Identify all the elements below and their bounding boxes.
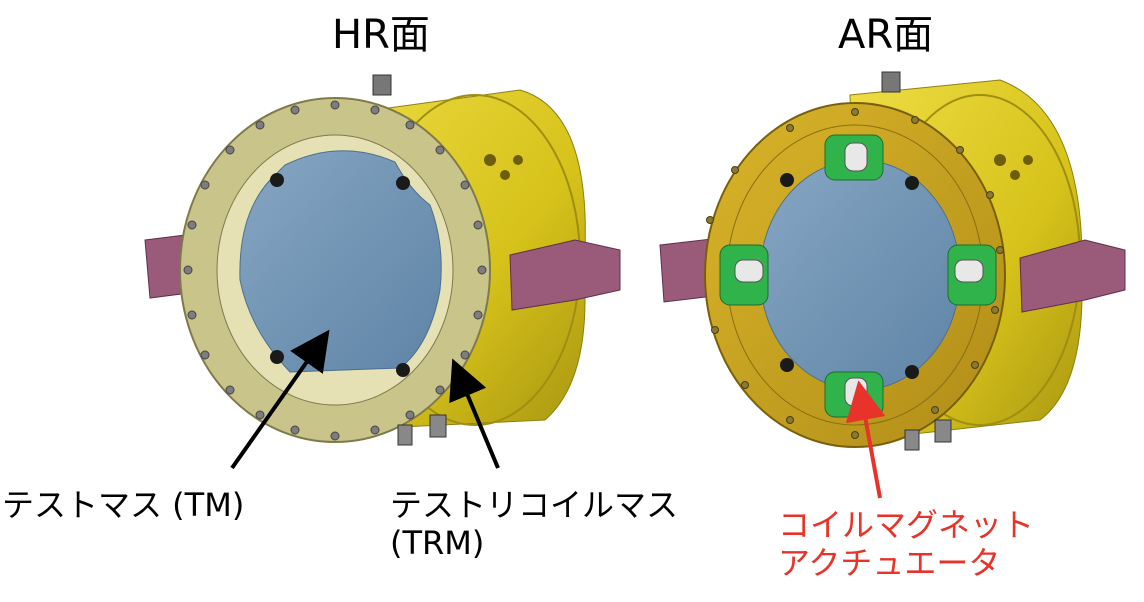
hr-right-bracket [509, 239, 621, 311]
coil-label-line2: アクチュエータ [778, 544, 1001, 583]
trm-arrow [449, 358, 500, 469]
trm-label: テストリコイルマス (TRM) [390, 486, 678, 563]
ar-stoppers [780, 173, 919, 379]
hr-face-title: HR面 [332, 12, 430, 58]
hr-test-mass [239, 150, 442, 373]
ar-test-mass [759, 159, 961, 391]
hr-top-screw [372, 74, 392, 96]
ar-face-title: AR面 [838, 12, 934, 58]
ar-face-model [659, 71, 1126, 451]
trm-label-line1: テストリコイルマス [390, 486, 679, 524]
coil-actuator-label: コイルマグネット アクチュエータ [778, 506, 1034, 583]
hr-ring-bolts [183, 100, 487, 441]
tm-arrow [230, 329, 330, 470]
ar-right-bracket [1019, 239, 1126, 313]
ar-coil-actuators [719, 134, 997, 418]
coil-label-line1: コイルマグネット [778, 506, 1035, 544]
trm-label-line2: (TRM) [390, 524, 485, 563]
hr-stoppers [270, 173, 410, 377]
hr-face-model [144, 74, 621, 446]
ar-top-screw [881, 71, 901, 93]
ar-ring-bolts [706, 108, 1004, 439]
tm-label: テストマス (TM) [2, 486, 245, 524]
coil-arrow [845, 380, 886, 499]
